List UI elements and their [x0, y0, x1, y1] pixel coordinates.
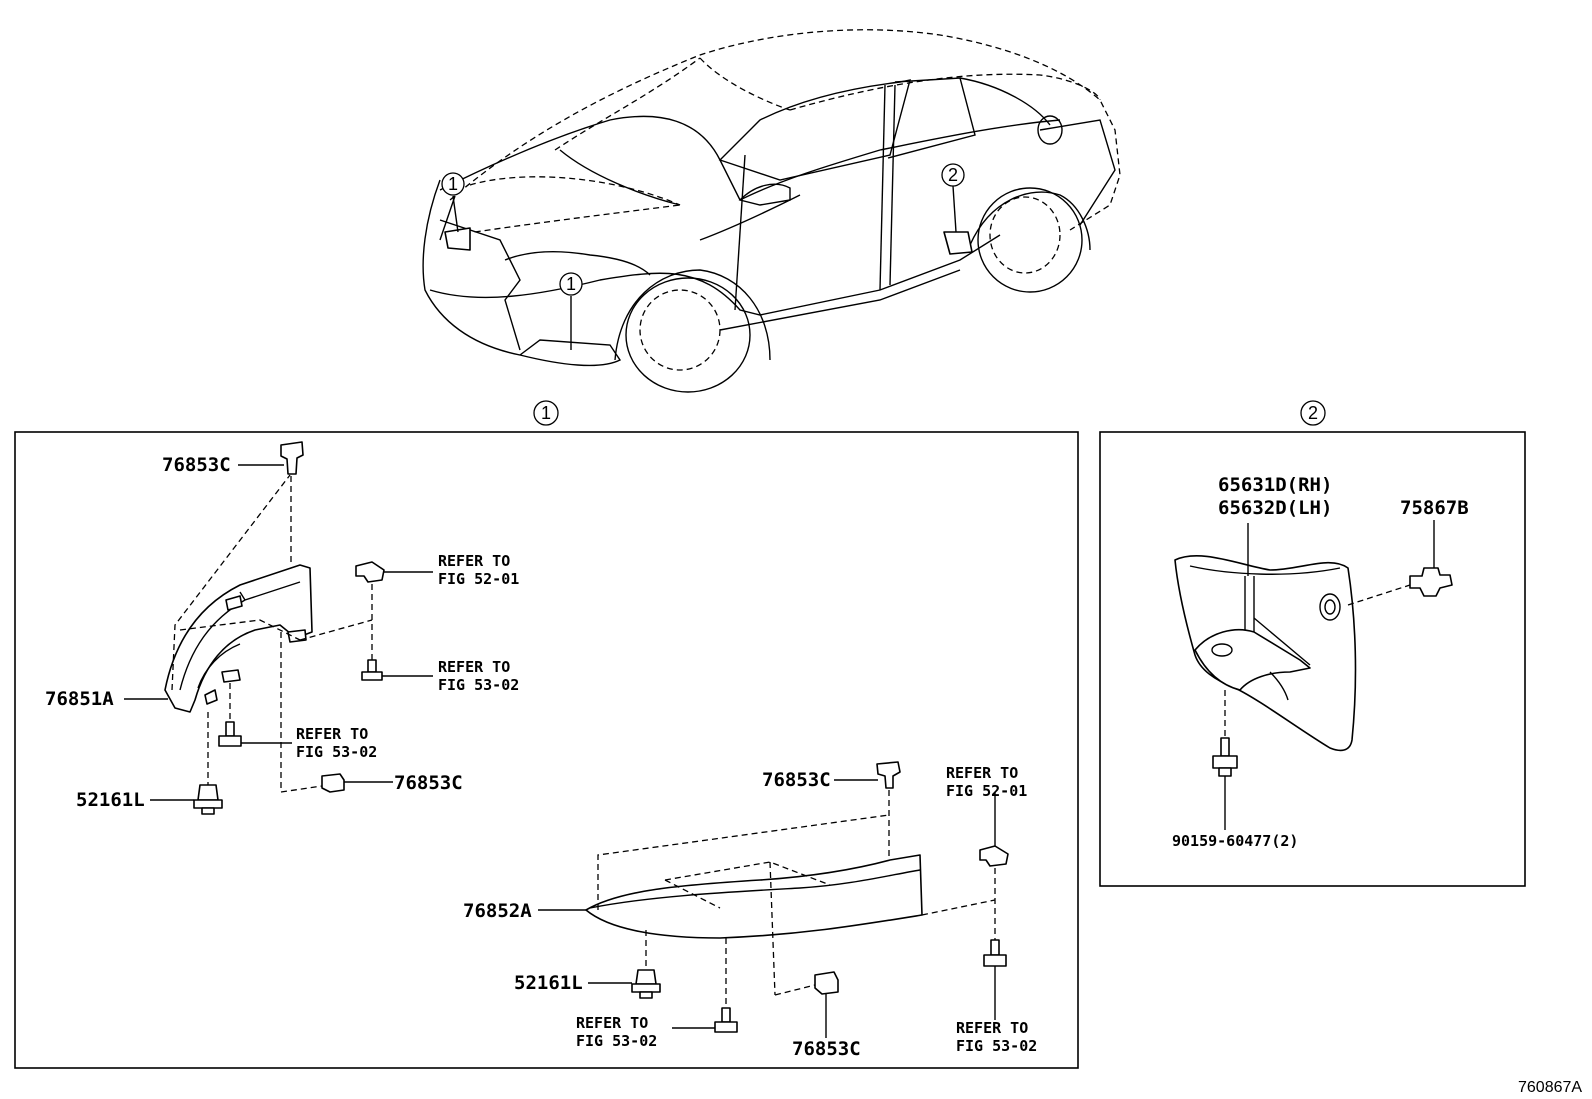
part-mudguard-65631D-65632D: 65631D(RH) 65632D(LH): [1174, 474, 1357, 752]
label-52161L-bottom: 52161L: [514, 972, 583, 994]
refer-6-line-1: REFER TO: [956, 1019, 1028, 1037]
refer-6-line-2: FIG 53-02: [956, 1037, 1037, 1055]
label-76853C-mid: 76853C: [394, 772, 463, 794]
fastener-52161L-bottom: 52161L: [514, 930, 661, 999]
screw-refer-fig-53-02-bottom: REFER TO FIG 53-02: [576, 938, 738, 1050]
label-90159-60477: 90159-60477(2): [1172, 832, 1298, 850]
clip-76853C-right: 76853C: [762, 761, 901, 858]
screw-refer-fig-53-02-right: REFER TO FIG 53-02: [956, 939, 1037, 1055]
refer-3-line-1: REFER TO: [296, 725, 368, 743]
screw-90159-60477: 90159-60477(2): [1172, 690, 1298, 850]
clip-76853C-mid: 76853C: [280, 632, 463, 794]
section-2-number: 2: [1308, 403, 1318, 423]
label-76851A: 76851A: [45, 688, 114, 710]
refer-1-line-1: REFER TO: [438, 552, 510, 570]
car-callout-1-top: 1: [448, 174, 458, 194]
fastener-52161L-left: 52161L: [76, 712, 223, 815]
section-1-header: 1: [533, 400, 559, 426]
label-65632D-LH: 65632D(LH): [1218, 497, 1332, 519]
refer-1-line-2: FIG 52-01: [438, 570, 519, 588]
label-65631D-RH: 65631D(RH): [1218, 474, 1332, 496]
part-76852A: 76852A: [463, 814, 996, 996]
car-callout-2: 2: [948, 165, 958, 185]
refer-2-line-2: FIG 53-02: [438, 676, 519, 694]
section-1-box: [14, 431, 1079, 1069]
section-2-header: 2: [1300, 400, 1326, 426]
section-1-number: 1: [541, 403, 551, 423]
clip-75867B: 75867B: [1347, 497, 1469, 606]
refer-2-line-1: REFER TO: [438, 658, 510, 676]
label-76852A: 76852A: [463, 900, 532, 922]
screw-refer-fig-53-02-upper: REFER TO FIG 53-02: [361, 658, 519, 694]
refer-5-line-2: FIG 53-02: [576, 1032, 657, 1050]
clip-76853C-bottom: 76853C: [774, 971, 861, 1060]
clip-refer-fig-52-01-upper: REFER TO FIG 52-01: [355, 552, 519, 660]
clip-76853C-top: 76853C: [162, 441, 304, 565]
refer-5-line-1: REFER TO: [576, 1014, 648, 1032]
diagram-id: 760867A: [1518, 1079, 1582, 1096]
refer-4-line-2: FIG 52-01: [946, 782, 1027, 800]
label-52161L-left: 52161L: [76, 789, 145, 811]
label-75867B: 75867B: [1400, 497, 1469, 519]
label-76853C-top: 76853C: [162, 454, 231, 476]
refer-3-line-2: FIG 53-02: [296, 743, 377, 761]
label-76853C-right: 76853C: [762, 769, 831, 791]
section-2-box: [1099, 431, 1526, 887]
refer-4-line-1: REFER TO: [946, 764, 1018, 782]
car-callout-1-bottom: 1: [566, 274, 576, 294]
part-76851A: 76851A: [45, 474, 373, 713]
car-overview: 1 1 2: [422, 29, 1121, 393]
screw-refer-fig-53-02-left: REFER TO FIG 53-02: [218, 683, 377, 761]
clip-refer-fig-52-01-right: REFER TO FIG 52-01: [946, 764, 1027, 940]
label-76853C-bottom: 76853C: [792, 1038, 861, 1060]
